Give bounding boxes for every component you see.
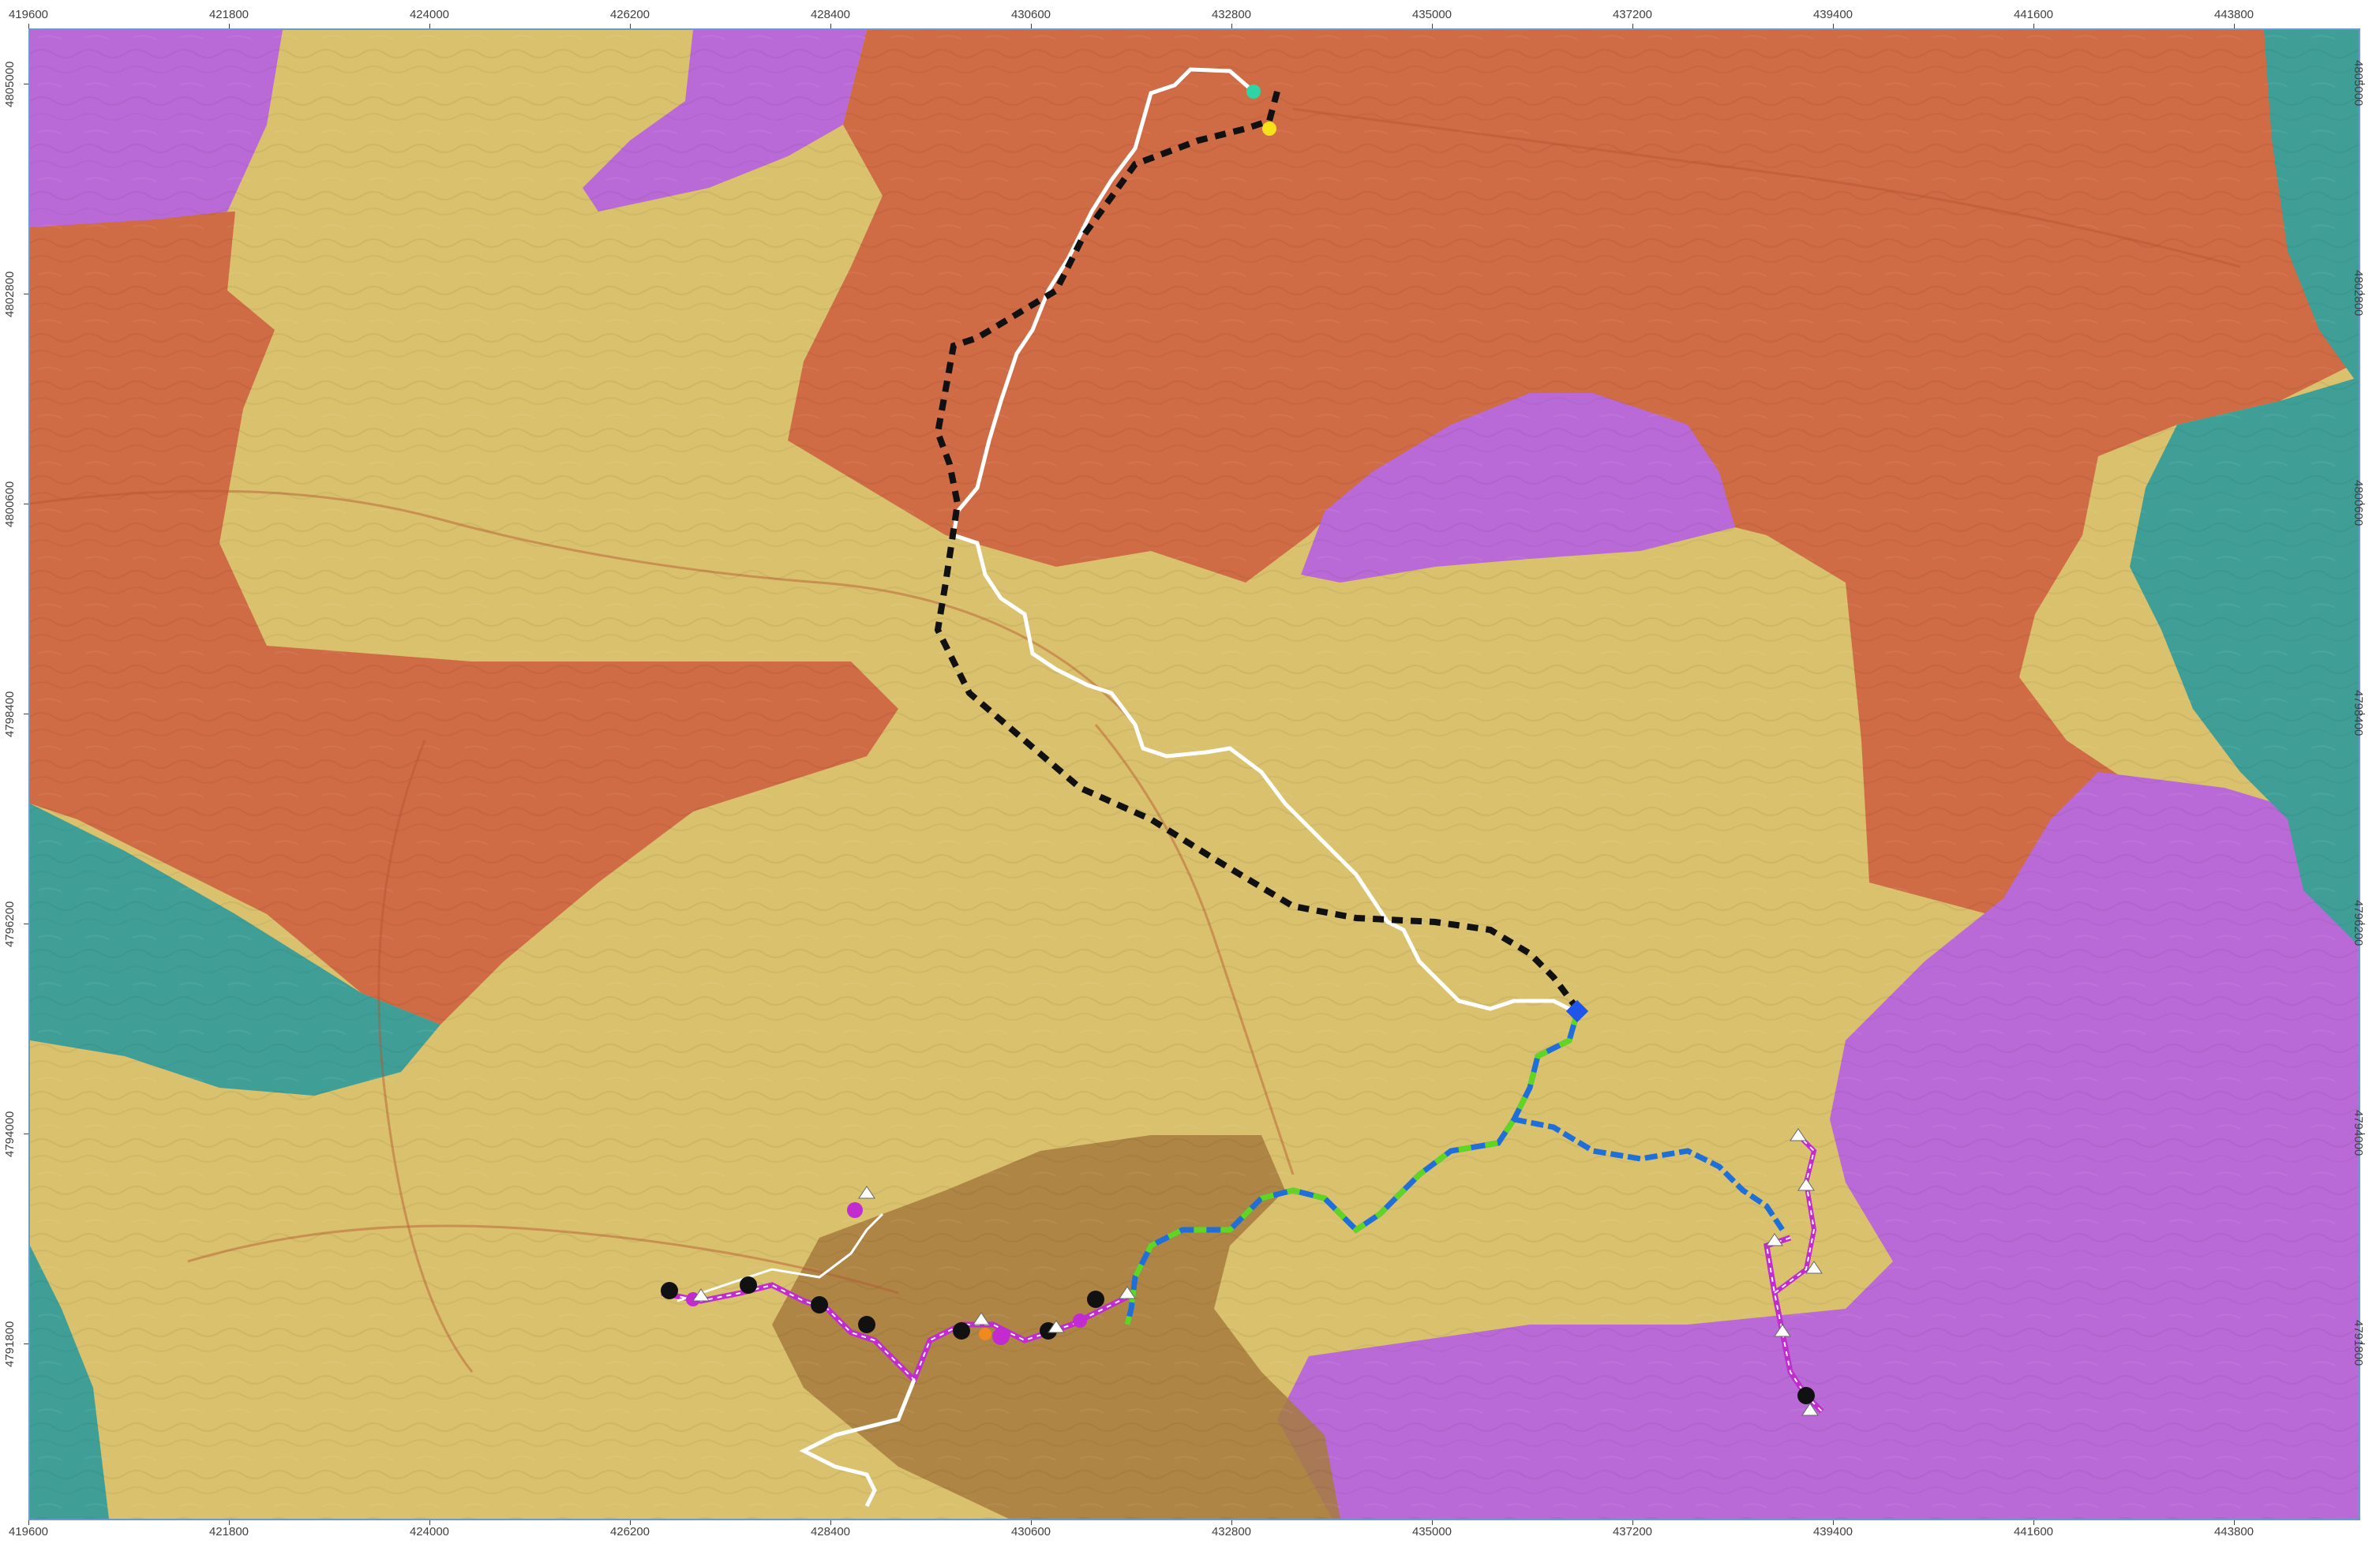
y-tick-label-left: 4796200	[3, 901, 17, 947]
x-tick-mark	[630, 1520, 631, 1525]
triangle-marker-3[interactable]	[973, 1312, 990, 1325]
x-tick-label-bottom: 437200	[1612, 1525, 1653, 1538]
x-tick-mark	[1231, 24, 1232, 28]
x-tick-mark	[2033, 24, 2034, 28]
waypoint-black-1[interactable]	[661, 1282, 678, 1299]
x-tick-label-top: 419600	[8, 8, 49, 21]
waypoint-junction-blue[interactable]	[1565, 999, 1589, 1023]
x-tick-label-bottom: 439400	[1812, 1525, 1853, 1538]
map-canvas[interactable]	[30, 30, 2359, 1519]
x-tick-label-top: 428400	[810, 8, 851, 21]
x-tick-label-bottom: 430600	[1010, 1525, 1051, 1538]
x-tick-label-bottom: 424000	[409, 1525, 450, 1538]
x-tick-mark	[429, 24, 430, 28]
x-tick-mark	[830, 24, 831, 28]
x-tick-label-bottom: 426200	[609, 1525, 650, 1538]
x-tick-mark	[2234, 24, 2235, 28]
x-tick-label-bottom: 432800	[1211, 1525, 1252, 1538]
triangle-marker-7[interactable]	[1797, 1178, 1815, 1191]
waypoint-black-2[interactable]	[740, 1276, 757, 1294]
road-network	[30, 107, 2241, 1373]
x-tick-mark	[429, 1520, 430, 1525]
terrain-texture	[30, 30, 2359, 1519]
x-tick-mark	[1031, 24, 1032, 28]
x-tick-mark	[28, 1520, 29, 1525]
triangle-marker-5[interactable]	[1119, 1286, 1136, 1299]
x-tick-label-top: 437200	[1612, 8, 1653, 21]
triangle-marker-10[interactable]	[1774, 1324, 1791, 1337]
waypoint-orange-1[interactable]	[979, 1328, 991, 1340]
x-tick-mark	[1632, 1520, 1633, 1525]
x-tick-mark	[630, 24, 631, 28]
triangle-marker-8[interactable]	[1766, 1233, 1783, 1246]
x-tick-mark	[830, 1520, 831, 1525]
triangle-marker-9[interactable]	[1805, 1261, 1823, 1274]
waypoint-black-7[interactable]	[1087, 1291, 1104, 1308]
waypoint-start-teal[interactable]	[1246, 84, 1261, 99]
map-frame[interactable]	[28, 28, 2360, 1520]
x-tick-mark	[1833, 1520, 1834, 1525]
waypoint-black-5[interactable]	[953, 1322, 970, 1340]
x-tick-label-bottom: 421800	[208, 1525, 249, 1538]
x-tick-mark	[1632, 24, 1633, 28]
route-white-main[interactable]	[951, 67, 1579, 1015]
x-tick-mark	[2033, 1520, 2034, 1525]
x-tick-mark	[1432, 24, 1433, 28]
x-tick-mark	[1031, 1520, 1032, 1525]
waypoint-markers	[661, 84, 1823, 1416]
triangle-marker-1[interactable]	[858, 1186, 875, 1199]
route-dashed-black[interactable]	[934, 90, 1580, 1011]
x-tick-mark	[28, 24, 29, 28]
y-tick-label-left: 4791800	[3, 1321, 17, 1367]
waypoint-magenta-4[interactable]	[1073, 1314, 1087, 1328]
route-white-southwest[interactable]	[799, 1379, 916, 1508]
x-tick-mark	[1833, 24, 1834, 28]
x-tick-mark	[229, 24, 230, 28]
y-tick-label-left: 4805000	[3, 61, 17, 107]
x-tick-label-bottom: 441600	[2013, 1525, 2054, 1538]
x-tick-label-top: 439400	[1812, 8, 1853, 21]
x-tick-mark	[229, 1520, 230, 1525]
x-tick-label-top: 432800	[1211, 8, 1252, 21]
triangle-marker-11[interactable]	[1801, 1403, 1819, 1416]
route-blue-green-branch[interactable]	[1513, 1116, 1785, 1231]
waypoint-black-3[interactable]	[811, 1296, 828, 1314]
x-tick-label-top: 424000	[409, 8, 450, 21]
y-tick-label-left: 4798400	[3, 691, 17, 737]
triangle-marker-2[interactable]	[692, 1288, 710, 1302]
x-tick-label-bottom: 428400	[810, 1525, 851, 1538]
y-tick-label-left: 4800600	[3, 481, 17, 527]
route-thin-northwest[interactable]	[677, 1212, 884, 1302]
x-tick-mark	[2234, 1520, 2235, 1525]
x-tick-label-top: 441600	[2013, 8, 2054, 21]
x-tick-label-top: 435000	[1411, 8, 1452, 21]
y-tick-label-left: 4794000	[3, 1111, 17, 1157]
x-tick-label-top: 430600	[1010, 8, 1051, 21]
x-tick-mark	[1432, 1520, 1433, 1525]
x-tick-mark	[1231, 1520, 1232, 1525]
waypoint-black-4[interactable]	[858, 1316, 875, 1333]
waypoint-magenta-1[interactable]	[847, 1202, 863, 1218]
x-tick-label-bottom: 435000	[1411, 1525, 1452, 1538]
triangle-marker-4[interactable]	[1048, 1320, 1065, 1333]
waypoint-magenta-3[interactable]	[992, 1328, 1010, 1345]
x-tick-label-top: 426200	[609, 8, 650, 21]
route-green-overlay[interactable]	[1124, 1012, 1580, 1325]
waypoint-start-yellow[interactable]	[1262, 122, 1276, 136]
x-tick-label-top: 443800	[2213, 8, 2254, 21]
waypoint-black-8[interactable]	[1797, 1387, 1815, 1404]
x-tick-label-bottom: 419600	[8, 1525, 49, 1538]
x-tick-label-bottom: 443800	[2213, 1525, 2254, 1538]
x-tick-label-top: 421800	[208, 8, 249, 21]
triangle-marker-6[interactable]	[1790, 1128, 1807, 1141]
y-tick-label-left: 4802800	[3, 271, 17, 317]
